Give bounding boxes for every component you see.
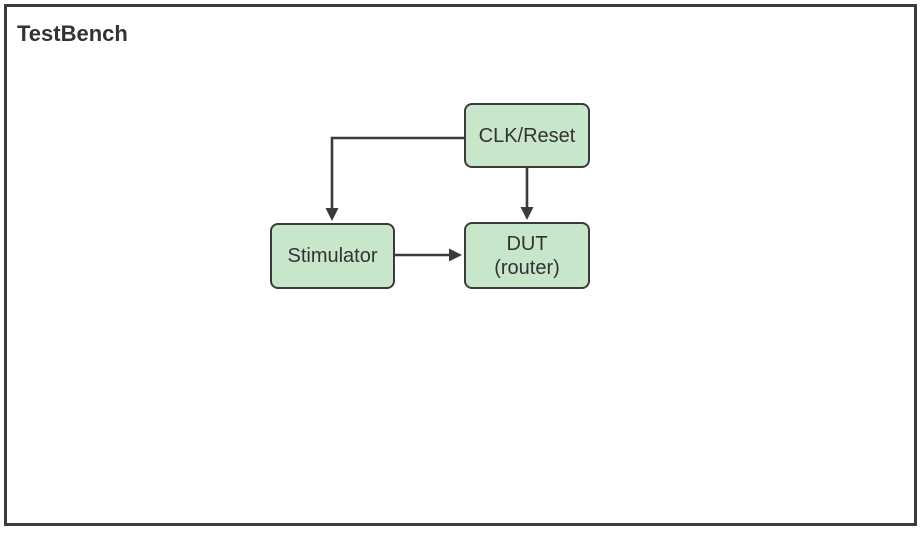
node-dut-sublabel: (router) <box>494 256 560 279</box>
testbench-container: TestBench <box>4 4 917 526</box>
node-clk-reset: CLK/Reset <box>464 103 590 168</box>
node-stimulator-label: Stimulator <box>287 245 378 267</box>
node-dut: DUT (router) <box>464 222 590 289</box>
node-clk-reset-label: CLK/Reset <box>478 124 576 147</box>
node-stimulator: Stimulator <box>270 223 395 289</box>
node-dut-label: DUT <box>506 232 548 255</box>
testbench-title: TestBench <box>17 21 128 46</box>
